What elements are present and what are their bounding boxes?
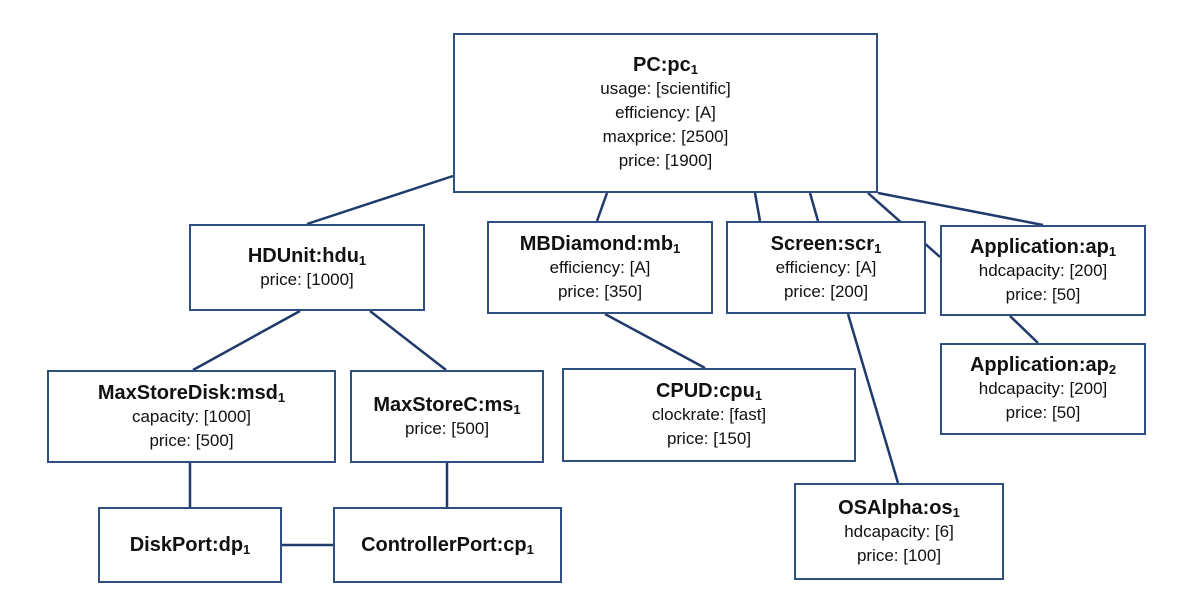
node-title: OSAlpha:os1 xyxy=(838,496,960,520)
node-attr-usage: usage: [scientific] xyxy=(600,79,731,99)
node-title: DiskPort:dp1 xyxy=(129,534,251,557)
node-ap1: Application:ap1 hdcapacity: [200] price:… xyxy=(940,225,1146,316)
node-title: Screen:scr1 xyxy=(770,232,882,256)
node-attr-price: price: [350] xyxy=(557,281,643,301)
node-attr-efficiency: efficiency: [A] xyxy=(615,103,716,123)
node-title: CPUD:cpu1 xyxy=(655,380,763,404)
node-attr-efficiency: efficiency: [A] xyxy=(775,257,877,277)
node-msd: MaxStoreDisk:msd1 capacity: [1000] price… xyxy=(47,370,336,463)
node-mb: MBDiamond:mb1 efficiency: [A] price: [35… xyxy=(487,221,713,314)
node-attr-price: price: [50] xyxy=(1005,284,1081,304)
node-title: MaxStoreC:ms1 xyxy=(373,393,521,417)
node-dp: DiskPort:dp1 xyxy=(98,507,282,583)
node-attr-price: price: [500] xyxy=(404,418,490,438)
node-attr-price: price: [100] xyxy=(856,545,942,565)
node-attr-capacity: capacity: [1000] xyxy=(131,406,252,426)
node-attr-price: price: [500] xyxy=(149,430,234,450)
node-attr-hdcapacity: hdcapacity: [200] xyxy=(978,379,1108,399)
node-title: HDUnit:hdu1 xyxy=(247,244,367,268)
edge-pc-mb xyxy=(595,192,609,222)
edge-hdu-msd xyxy=(192,309,301,372)
edge-scr-os xyxy=(846,313,900,484)
node-title: Application:ap2 xyxy=(969,354,1117,378)
node-hdu: HDUnit:hdu1 price: [1000] xyxy=(189,224,425,311)
node-attr-efficiency: efficiency: [A] xyxy=(549,257,651,277)
node-attr-price: price: [50] xyxy=(1005,403,1081,422)
node-attr-price: price: [150] xyxy=(666,429,752,448)
node-ms: MaxStoreC:ms1 price: [500] xyxy=(350,370,544,463)
node-pc: PC:pc1 usage: [scientific] efficiency: [… xyxy=(453,33,878,193)
edge-pc-ap1-upper xyxy=(877,191,1044,227)
node-title: MBDiamond:mb1 xyxy=(519,232,681,256)
node-title: PC:pc1 xyxy=(632,54,699,78)
node-attr-price: price: [200] xyxy=(783,281,869,301)
edge-ap1-ap2 xyxy=(1009,315,1039,344)
edge-pc-scr-left xyxy=(753,192,762,222)
edge-hdu-ms xyxy=(369,310,447,371)
node-attr-price: price: [1900] xyxy=(618,150,713,170)
node-title: ControllerPort:cp1 xyxy=(361,534,534,557)
node-os: OSAlpha:os1 hdcapacity: [6] price: [100] xyxy=(794,483,1004,580)
node-cp: ControllerPort:cp1 xyxy=(333,507,562,583)
edge-pc-hdu xyxy=(306,174,454,226)
node-attr-clockrate: clockrate: [fast] xyxy=(651,405,767,425)
edge-mb-cpu xyxy=(604,312,706,370)
node-attr-price: price: [1000] xyxy=(260,269,354,289)
node-title: MaxStoreDisk:msd1 xyxy=(97,381,286,405)
node-title: Application:ap1 xyxy=(969,235,1117,259)
node-attr-hdcapacity: hdcapacity: [200] xyxy=(978,260,1108,280)
node-attr-hdcapacity: hdcapacity: [6] xyxy=(844,521,954,541)
node-attr-maxprice: maxprice: [2500] xyxy=(602,127,729,146)
node-cpu: CPUD:cpu1 clockrate: [fast] price: [150] xyxy=(562,368,856,462)
node-ap2: Application:ap2 hdcapacity: [200] price:… xyxy=(940,343,1146,435)
node-scr: Screen:scr1 efficiency: [A] price: [200] xyxy=(726,221,926,314)
edge-pc-scr-right xyxy=(808,192,820,222)
